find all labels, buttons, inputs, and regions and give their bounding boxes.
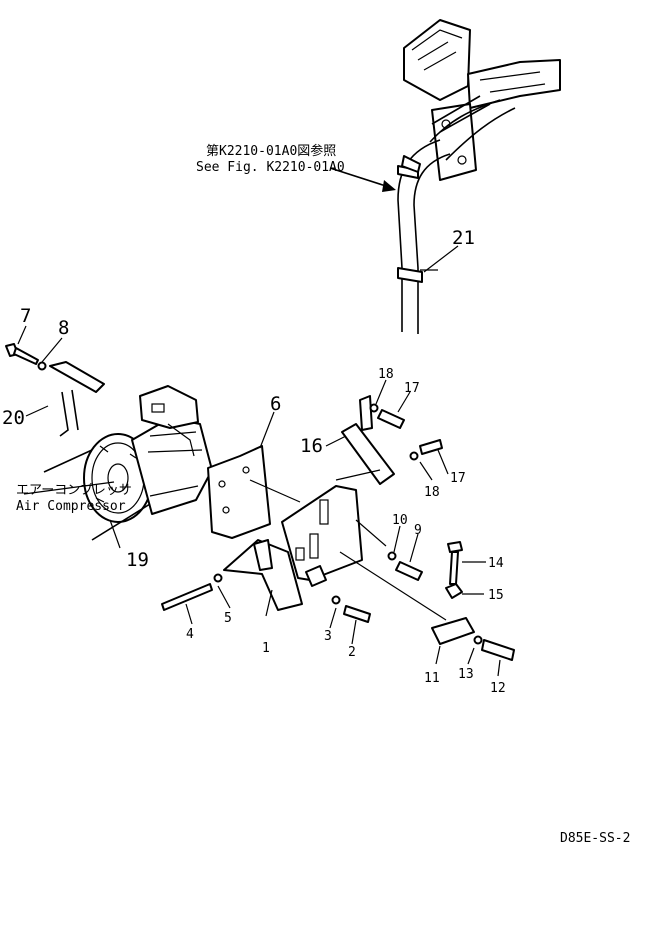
callout-18-upper: 18 [378,367,394,382]
leader-lines [17,325,501,677]
callout-14: 14 [488,556,504,571]
callout-18-lower: 18 [424,485,440,500]
callout-9: 9 [414,523,422,538]
air-compressor-label-jp: エアーコンプレッサ [16,483,132,498]
callout-15: 15 [488,588,504,603]
drawing-code: D85E-SS-2 [560,831,630,846]
callout-5: 5 [224,611,232,626]
callout-2: 2 [348,645,356,660]
callout-21: 21 [452,227,475,249]
callout-6: 6 [270,393,281,415]
hose-assembly [329,19,561,334]
callout-19: 19 [126,549,149,571]
callout-7: 7 [20,305,31,327]
callout-11: 11 [424,671,440,686]
callout-20: 20 [2,407,25,429]
reference-note-jp: 第K2210-01A0図参照 [206,143,336,159]
upper-bracket [335,395,395,485]
callout-13: 13 [458,667,474,682]
callout-numbers: 1 2 3 4 5 6 7 8 9 10 11 12 13 14 15 16 1… [2,227,506,696]
callout-16: 16 [300,435,323,457]
callout-17-lower: 17 [450,471,466,486]
callout-8: 8 [58,317,69,339]
air-compressor-label-en: Air Compressor [16,499,126,514]
callout-3: 3 [324,629,332,644]
callout-1: 1 [262,641,270,656]
callout-12: 12 [490,681,506,696]
reference-note: 第K2210-01A0図参照 See Fig. K2210-01A0 [196,143,345,175]
callout-10: 10 [392,513,408,528]
mounting-plate [207,445,301,539]
callout-17-upper: 17 [404,381,420,396]
reference-note-en: See Fig. K2210-01A0 [196,160,345,175]
callout-4: 4 [186,627,194,642]
component-label: エアーコンプレッサ Air Compressor [16,483,132,514]
fasteners [161,403,515,661]
main-bracket [223,485,447,621]
